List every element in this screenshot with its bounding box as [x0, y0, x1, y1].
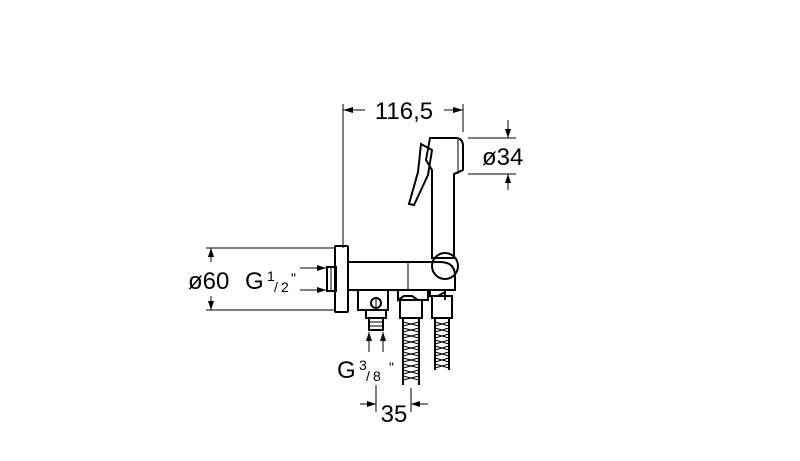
- width-label: 116,5: [375, 98, 433, 125]
- dimension-outlet-thread: G 3 / 8 ": [337, 332, 394, 384]
- hose-nut-right: [431, 295, 453, 319]
- dimension-handshower-diameter: ø34: [468, 120, 523, 190]
- arrow-top: [208, 248, 214, 257]
- arrow-bottom: [208, 301, 214, 310]
- outlet-thread-denominator: 8: [373, 368, 381, 384]
- hose-nut-left: [399, 299, 423, 319]
- handshower-trigger: [407, 142, 434, 207]
- hose-left: [402, 318, 420, 385]
- valve-body: [348, 261, 456, 291]
- arrow-bottom: [505, 174, 511, 183]
- outlet-thread-numerator: 3: [359, 357, 367, 373]
- main-thread-denominator: 2: [281, 279, 289, 295]
- outlet-thread: [368, 317, 384, 331]
- hose-connector-left: [397, 290, 429, 302]
- arrow-right: [380, 332, 386, 341]
- hose-right: [434, 318, 450, 370]
- arrow-right: [453, 107, 463, 113]
- arrow-bottom: [317, 287, 326, 293]
- outlet-thread-prefix: G: [337, 357, 356, 384]
- dimension-width: 116,5: [342, 98, 464, 248]
- outlet-thread-slash: /: [366, 368, 370, 384]
- arrow-left: [367, 401, 376, 407]
- main-thread-prefix: G: [245, 268, 264, 295]
- main-thread-numerator: 1: [267, 268, 275, 284]
- dimension-main-thread: G 1 / 2 ": [245, 265, 326, 295]
- handshower-diameter-label: ø34: [482, 144, 523, 171]
- dimension-flange-diameter: ø60: [188, 247, 335, 311]
- arrow-top: [505, 129, 511, 138]
- arrow-right: [411, 401, 420, 407]
- main-thread-slash: /: [274, 279, 278, 295]
- arrow-left: [366, 332, 372, 341]
- outlet-thread-suffix: ": [389, 359, 394, 375]
- main-thread-suffix: ": [291, 270, 296, 286]
- arrow-left: [343, 107, 353, 113]
- arrow-top: [317, 265, 326, 271]
- outlet-nut: [365, 309, 387, 319]
- flange-diameter-label: ø60: [188, 268, 229, 295]
- dimension-outlet-spacing: 35: [360, 385, 428, 428]
- handshower-body: [424, 137, 464, 259]
- holder-knob: [431, 252, 459, 280]
- bidet-shower-assembly: [326, 137, 464, 385]
- outlet-spacing-label: 35: [381, 401, 408, 428]
